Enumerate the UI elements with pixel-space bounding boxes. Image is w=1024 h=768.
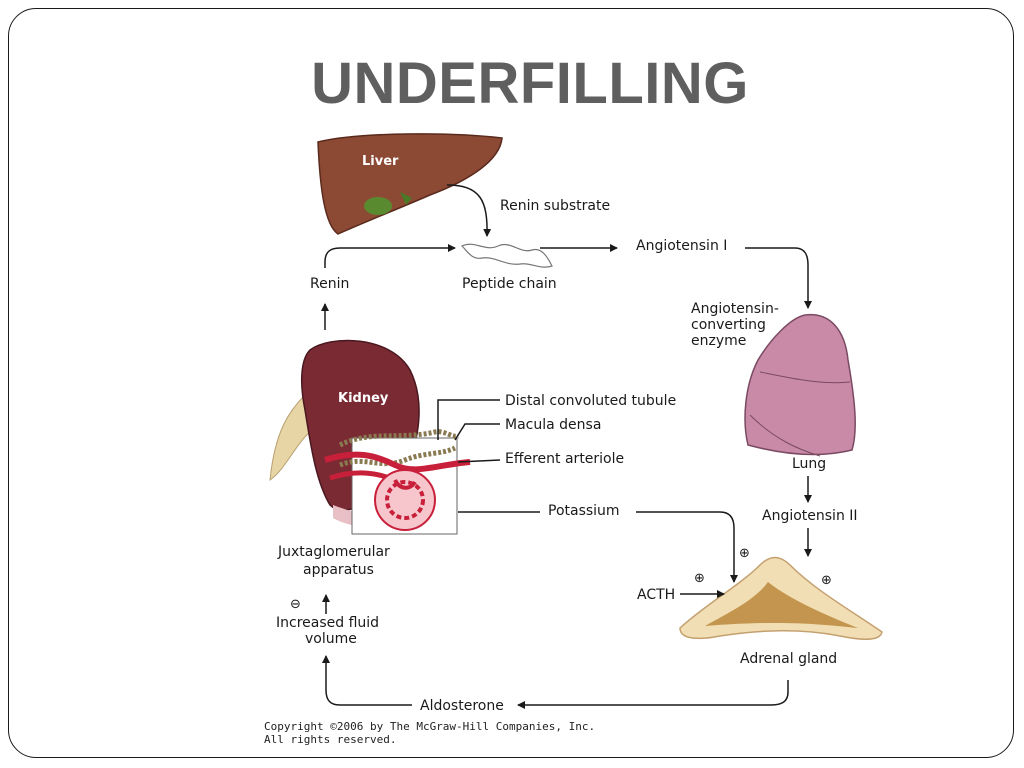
- efferent-arteriole-label: Efferent arteriole: [505, 451, 624, 467]
- lung-label: Lung: [792, 456, 826, 472]
- line-macula-densa: [454, 423, 500, 441]
- copyright-line1: Copyright ©2006 by The McGraw-Hill Compa…: [264, 720, 596, 733]
- liver-illustration: Liver: [317, 133, 503, 235]
- slide-title: UNDERFILLING: [311, 51, 749, 116]
- ace-label-line3: enzyme: [691, 333, 746, 349]
- adrenal-gland-illustration: [679, 556, 883, 640]
- copyright-line2: All rights reserved.: [264, 733, 397, 746]
- peptide-chain-illustration: [460, 243, 553, 268]
- adrenal-gland-label: Adrenal gland: [740, 651, 837, 667]
- distal-tubule-label: Distal convoluted tubule: [505, 393, 676, 409]
- fluid-label-line1: Increased fluid: [276, 615, 379, 631]
- plus-sign-angiotensin: ⊕: [821, 573, 832, 588]
- renin-label: Renin: [310, 276, 349, 292]
- fluid-label-line2: volume: [305, 631, 357, 647]
- angiotensin-1-label: Angiotensin I: [636, 238, 727, 254]
- arrow-to-ace: [745, 247, 812, 309]
- copyright-notice: Copyright ©2006 by The McGraw-Hill Compa…: [264, 720, 595, 746]
- aldosterone-label: Aldosterone: [420, 698, 504, 714]
- plus-sign-potassium: ⊕: [739, 546, 750, 561]
- arrow-adrenal-to-aldosterone: [517, 680, 789, 709]
- ace-label-line2: converting: [691, 317, 766, 333]
- kidney-label: Kidney: [338, 391, 389, 406]
- macula-densa-label: Macula densa: [505, 417, 601, 433]
- angiotensin-2-label: Angiotensin II: [762, 508, 858, 524]
- renin-substrate-label: Renin substrate: [500, 198, 610, 214]
- potassium-label: Potassium: [548, 503, 620, 519]
- arrow-aldosterone-to-fluid: [322, 655, 412, 706]
- line-distal-tubule: [437, 399, 500, 440]
- ace-label-line1: Angiotensin-: [691, 301, 779, 317]
- plus-sign-acth: ⊕: [694, 571, 705, 586]
- arrow-substrate: [446, 184, 492, 237]
- jga-label-line2: apparatus: [303, 562, 374, 578]
- minus-sign-fluid: ⊖: [290, 597, 301, 612]
- line-efferent: [457, 459, 501, 463]
- juxtaglomerular-detail: [324, 429, 471, 535]
- peptide-chain-label: Peptide chain: [462, 276, 557, 292]
- liver-label: Liver: [362, 154, 399, 169]
- jga-label-line1: Juxtaglomerular: [277, 544, 390, 560]
- acth-label: ACTH: [637, 587, 675, 603]
- slide-frame: [8, 8, 1014, 758]
- lung-illustration: [744, 314, 856, 457]
- arrow-potassium: [636, 511, 738, 583]
- arrow-renin: [324, 244, 456, 268]
